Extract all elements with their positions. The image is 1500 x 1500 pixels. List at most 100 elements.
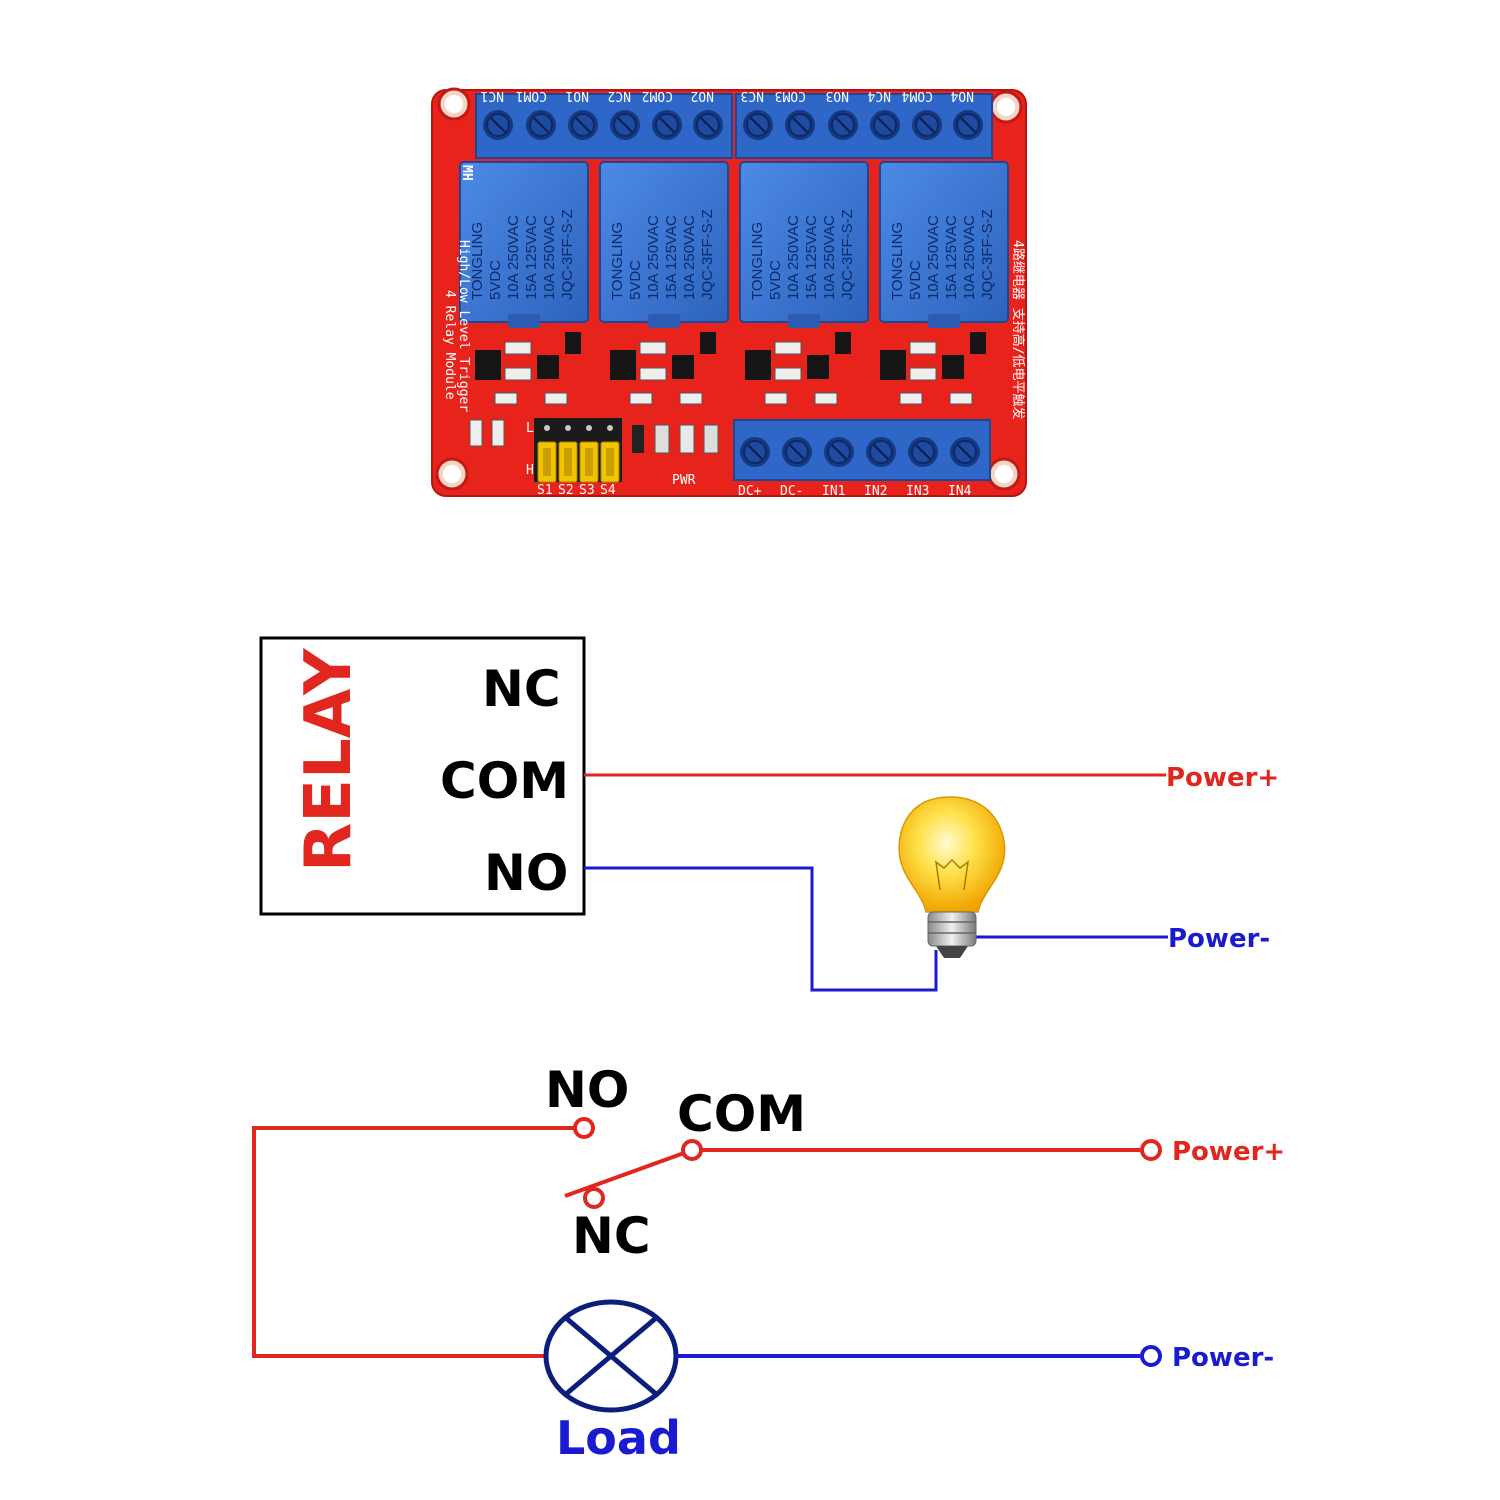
relay-marking: JQC-3FF-S-Z — [979, 209, 996, 300]
switch-arm — [564, 1151, 685, 1198]
diagram-relay-lamp: RELAY NC COM NO Power+ Power- — [259, 636, 1279, 992]
terminal-block-right — [735, 93, 993, 159]
relay-marking: 10A 250VAC — [925, 215, 942, 300]
channel-circuit — [610, 332, 716, 405]
relay-marking: 10A 250VAC — [821, 215, 838, 300]
terminal-label: NO3 — [826, 88, 849, 103]
switch-nc-label: NC — [572, 1207, 651, 1265]
resistor — [774, 367, 802, 381]
relay-label: RELAY — [292, 648, 366, 872]
relay-marking: TONGLING — [889, 222, 906, 300]
header-pin — [607, 425, 613, 431]
relay-nc-label: NC — [482, 660, 561, 718]
resistor — [504, 367, 532, 381]
terminal-label: NO4 — [950, 88, 974, 103]
terminal-screw — [743, 110, 773, 140]
diode — [700, 332, 716, 354]
terminal-label: NC1 — [481, 88, 504, 103]
resistor — [764, 392, 788, 405]
bottom-terminal-label: IN1 — [822, 484, 845, 499]
top-terminal-blocks — [475, 93, 993, 159]
terminal-screw — [610, 110, 640, 140]
light-bulb-icon — [898, 796, 1006, 958]
terminal-label: NC3 — [741, 88, 764, 103]
terminal-label: NC4 — [867, 88, 891, 103]
resistor — [899, 392, 923, 405]
terminal-screw — [908, 437, 938, 467]
relay-marking: 10A 250VAC — [961, 215, 978, 300]
terminal-screw — [652, 110, 682, 140]
resistor — [469, 419, 483, 447]
jumper-slot — [585, 448, 593, 476]
channel-circuit — [475, 332, 581, 405]
channel-circuit — [745, 332, 851, 405]
optocoupler — [745, 350, 771, 380]
jumper-slot — [543, 448, 551, 476]
terminal-screw — [912, 110, 942, 140]
relay-marking: 5VDC — [907, 260, 924, 300]
terminal-screw — [824, 437, 854, 467]
optocoupler — [880, 350, 906, 380]
terminal-screw — [785, 110, 815, 140]
jumper-slot — [564, 448, 572, 476]
power-minus-label: Power- — [1168, 924, 1270, 954]
resistor — [639, 367, 667, 381]
bottom-terminal-label: DC- — [780, 484, 803, 499]
resistor — [814, 392, 838, 405]
power-minus-label-2: Power- — [1172, 1343, 1274, 1373]
power-plus-label-2: Power+ — [1172, 1137, 1285, 1167]
resistor — [679, 392, 703, 405]
transistor — [537, 355, 559, 379]
wire-no-load — [252, 1126, 576, 1358]
transistor — [807, 355, 829, 379]
diode — [970, 332, 986, 354]
load-label: Load — [556, 1411, 681, 1465]
jumper-label: S2 — [558, 483, 574, 498]
terminal-label: COM2 — [642, 88, 673, 103]
diagram-switch-load: NO COM NC Power+ Power- Load — [252, 1061, 1285, 1465]
wire-no-lamp — [584, 866, 938, 992]
terminal-screw — [568, 110, 598, 140]
relay-marking: 5VDC — [627, 260, 644, 300]
power-plus-label: Power+ — [1166, 763, 1279, 793]
terminal-screw — [953, 110, 983, 140]
bottom-terminal-label: DC+ — [738, 484, 762, 499]
load-symbol-icon — [543, 1299, 679, 1413]
terminal-label: NC2 — [608, 88, 631, 103]
terminal-screw — [870, 110, 900, 140]
relay-marking: 5VDC — [487, 260, 504, 300]
jumper-s1 — [537, 425, 557, 483]
mounting-holes — [435, 87, 1023, 491]
terminal-block-bottom — [733, 419, 991, 481]
terminal-label: NO1 — [566, 88, 589, 103]
bottom-terminal-screws — [740, 437, 980, 467]
nc-contact — [583, 1187, 605, 1209]
resistor — [703, 424, 719, 454]
board-brand: MH — [459, 165, 474, 181]
transistor — [672, 355, 694, 379]
pwr-label: PWR — [672, 473, 696, 488]
terminal-screw — [782, 437, 812, 467]
relay-tab — [928, 314, 960, 328]
relay-marking: JQC-3FF-S-Z — [699, 209, 716, 300]
jumper-h-label: H — [526, 463, 534, 478]
jumper-slot — [606, 448, 614, 476]
header-pin — [544, 425, 550, 431]
optocoupler — [475, 350, 501, 380]
bottom-terminal-label: IN3 — [906, 484, 929, 499]
pwr-led — [679, 424, 695, 454]
terminal-label: COM3 — [775, 88, 806, 103]
relay-marking: TONGLING — [609, 222, 626, 300]
terminal-screw — [526, 110, 556, 140]
bottom-terminal-label: IN2 — [864, 484, 887, 499]
resistor — [909, 341, 937, 355]
jumper-label: S1 — [537, 483, 553, 498]
terminal-screw — [828, 110, 858, 140]
optocoupler — [610, 350, 636, 380]
terminal-screw — [950, 437, 980, 467]
